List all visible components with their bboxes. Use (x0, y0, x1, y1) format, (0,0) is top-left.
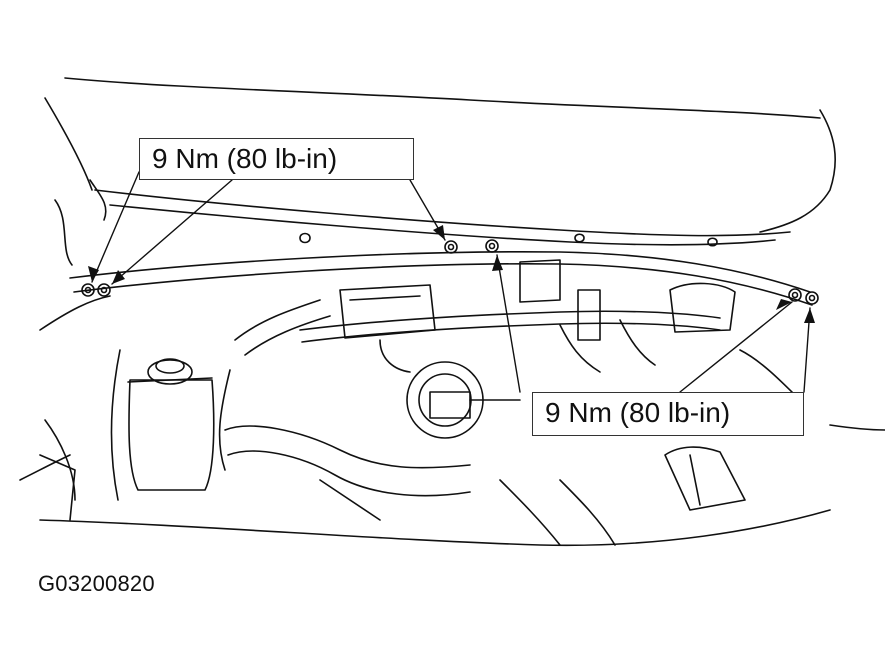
cowl-panel (39, 232, 813, 331)
arrowhead (804, 308, 815, 323)
torque-callout-top: 9 Nm (80 lb-in) (139, 138, 414, 180)
leader-line (496, 254, 521, 393)
left-fender (19, 179, 107, 521)
wiring-harness (299, 310, 721, 373)
right-components (519, 259, 885, 511)
figure-id-label: G03200820 (38, 571, 155, 596)
coolant-reservoir (110, 349, 215, 501)
intake-assembly (339, 284, 521, 439)
leader-line (679, 301, 793, 393)
arrowhead (112, 270, 125, 284)
arrowhead (88, 266, 99, 282)
front-bumper (39, 479, 831, 547)
bolt-group-center (444, 239, 499, 254)
bolt-group-right (788, 288, 819, 305)
hood-outline (44, 77, 836, 246)
arrowhead (433, 225, 445, 240)
leader-line (91, 171, 140, 283)
bolt-group-left (81, 283, 111, 297)
arrowheads (88, 225, 815, 323)
callout-leaders (91, 171, 811, 393)
leader-line (111, 179, 233, 285)
torque-callout-right: 9 Nm (80 lb-in) (532, 392, 804, 436)
arrowhead (776, 299, 792, 310)
radiator-hose (218, 299, 471, 497)
arrowhead (492, 255, 503, 271)
